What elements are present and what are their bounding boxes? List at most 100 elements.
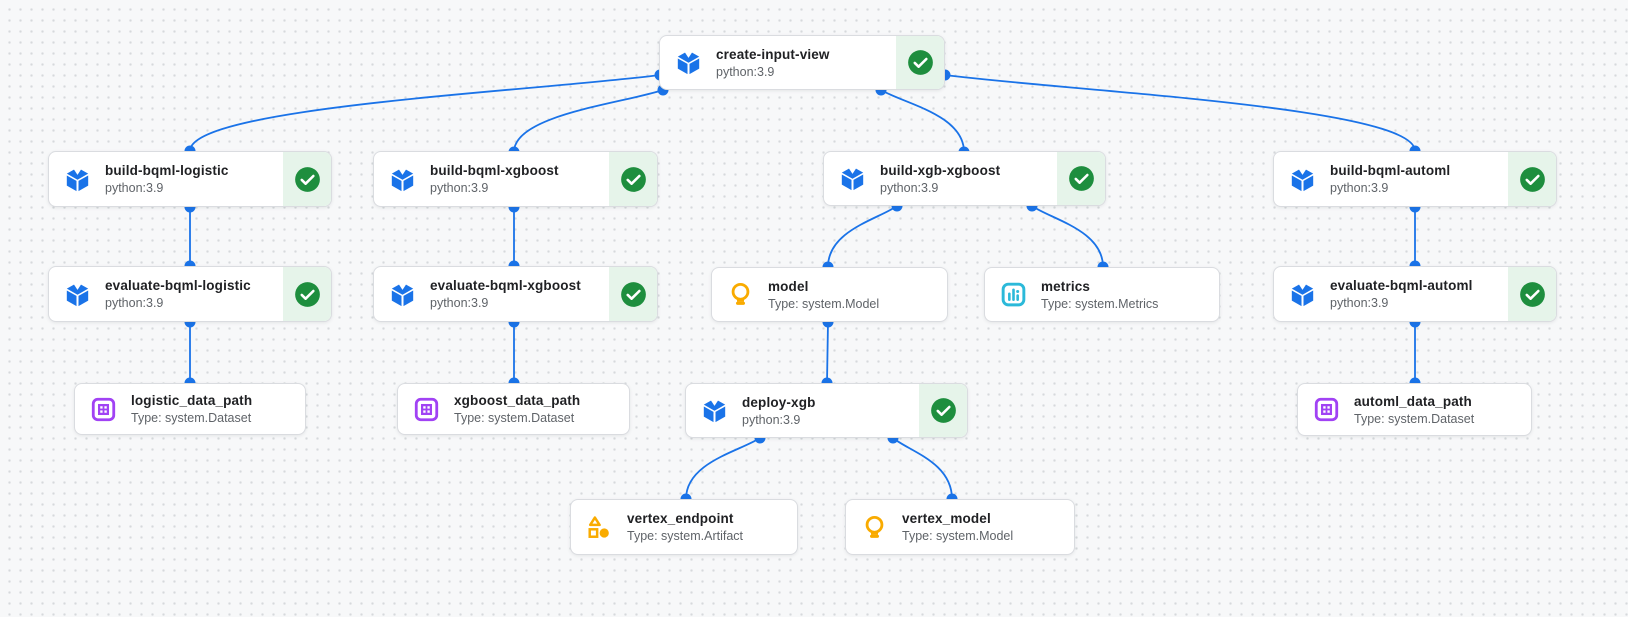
node-evaluate-bqml-logistic[interactable]: evaluate-bqml-logistic python:3.9 [48,266,332,322]
node-subtitle: python:3.9 [430,181,489,195]
node-subtitle: python:3.9 [1330,296,1389,310]
node-title: build-bqml-xgboost [430,163,559,178]
node-text-block: deploy-xgb python:3.9 [742,394,824,428]
component-cube-icon [839,165,866,192]
node-text-block: build-bqml-xgboost python:3.9 [430,162,567,196]
success-check-icon [294,281,321,308]
node-subtitle: Type: system.Dataset [131,411,252,425]
status-panel [1057,152,1105,205]
node-text-block: build-xgb-xgboost python:3.9 [880,162,1008,196]
status-panel [609,152,657,206]
node-subtitle: python:3.9 [105,181,164,195]
edge-build-xgb-xgboost-to-model [827,205,898,268]
status-panel [896,36,944,89]
model-bulb-icon [727,281,754,308]
node-text-block: evaluate-bqml-logistic python:3.9 [105,277,259,311]
success-check-icon [294,166,321,193]
status-panel [1508,267,1556,321]
edge-create-input-view-to-build-bqml-logistic [189,74,661,152]
component-cube-icon [1289,281,1316,308]
status-panel [283,267,331,321]
node-title: evaluate-bqml-automl [1330,278,1473,293]
node-subtitle: Type: system.Model [768,296,880,311]
node-build-bqml-logistic[interactable]: build-bqml-logistic python:3.9 [48,151,332,207]
edge-build-xgb-xgboost-to-metrics [1031,205,1104,268]
artifact-shapes-icon [586,514,613,541]
edge-create-input-view-to-build-xgb-xgboost [880,89,965,153]
component-cube-icon [389,281,416,308]
success-check-icon [1519,166,1546,193]
edge-deploy-xgb-to-vertex_endpoint [685,437,761,500]
node-title: metrics [1041,278,1091,294]
node-title: logistic_data_path [131,393,253,408]
node-text-block: vertex_endpoint Type: system.Artifact [627,510,751,544]
edge-create-input-view-to-build-bqml-xgboost [513,89,664,153]
node-model[interactable]: model Type: system.Model [711,267,948,322]
success-check-icon [907,49,934,76]
node-xgboost_data_path[interactable]: xgboost_data_path Type: system.Dataset [397,383,630,435]
node-title: build-bqml-logistic [105,163,229,178]
node-subtitle: python:3.9 [716,64,775,79]
node-text-block: create-input-view python:3.9 [716,46,838,80]
metrics-chart-icon [1000,281,1027,308]
dataset-grid-icon [1313,396,1340,423]
component-cube-icon [64,281,91,308]
node-title: build-xgb-xgboost [880,162,1001,178]
node-title: create-input-view [716,46,830,62]
node-vertex_model[interactable]: vertex_model Type: system.Model [845,499,1075,555]
status-panel [919,384,967,437]
success-check-icon [930,397,957,424]
component-cube-icon [675,49,702,76]
node-text-block: build-bqml-logistic python:3.9 [105,162,237,196]
success-check-icon [1519,281,1546,308]
status-panel [609,267,657,321]
edge-deploy-xgb-to-vertex_model [892,437,953,500]
node-build-xgb-xgboost[interactable]: build-xgb-xgboost python:3.9 [823,151,1106,206]
node-subtitle: Type: system.Dataset [454,411,575,425]
status-panel [283,152,331,206]
node-text-block: vertex_model Type: system.Model [902,510,1021,544]
component-cube-icon [1289,166,1316,193]
node-text-block: model Type: system.Model [768,278,887,312]
node-subtitle: Type: system.Dataset [1354,411,1475,426]
node-title: vertex_endpoint [627,511,734,526]
node-subtitle: python:3.9 [742,412,801,427]
node-text-block: evaluate-bqml-automl python:3.9 [1330,277,1481,311]
node-create-input-view[interactable]: create-input-view python:3.9 [659,35,945,90]
node-text-block: metrics Type: system.Metrics [1041,278,1166,312]
node-evaluate-bqml-xgboost[interactable]: evaluate-bqml-xgboost python:3.9 [373,266,658,322]
node-subtitle: Type: system.Metrics [1041,296,1159,311]
component-cube-icon [701,397,728,424]
node-subtitle: Type: system.Artifact [627,529,744,543]
node-title: evaluate-bqml-xgboost [430,278,581,293]
edge-create-input-view-to-build-bqml-automl [944,74,1416,152]
node-metrics[interactable]: metrics Type: system.Metrics [984,267,1220,322]
node-deploy-xgb[interactable]: deploy-xgb python:3.9 [685,383,968,438]
node-subtitle: python:3.9 [880,180,939,195]
node-subtitle: python:3.9 [430,296,489,310]
node-evaluate-bqml-automl[interactable]: evaluate-bqml-automl python:3.9 [1273,266,1557,322]
node-text-block: build-bqml-automl python:3.9 [1330,162,1458,196]
node-text-block: evaluate-bqml-xgboost python:3.9 [430,277,589,311]
node-subtitle: python:3.9 [1330,181,1389,195]
node-build-bqml-automl[interactable]: build-bqml-automl python:3.9 [1273,151,1557,207]
node-vertex_endpoint[interactable]: vertex_endpoint Type: system.Artifact [570,499,798,555]
node-title: evaluate-bqml-logistic [105,278,251,293]
dataset-grid-icon [90,396,117,423]
node-automl_data_path[interactable]: automl_data_path Type: system.Dataset [1297,383,1532,436]
node-title: deploy-xgb [742,394,816,410]
node-title: model [768,278,809,294]
model-bulb-icon [861,514,888,541]
node-logistic_data_path[interactable]: logistic_data_path Type: system.Dataset [74,383,306,435]
success-check-icon [1068,165,1095,192]
node-title: automl_data_path [1354,393,1472,409]
component-cube-icon [389,166,416,193]
node-subtitle: Type: system.Model [902,529,1014,543]
node-title: xgboost_data_path [454,393,581,408]
success-check-icon [620,281,647,308]
component-cube-icon [64,166,91,193]
node-build-bqml-xgboost[interactable]: build-bqml-xgboost python:3.9 [373,151,658,207]
node-subtitle: python:3.9 [105,296,164,310]
success-check-icon [620,166,647,193]
